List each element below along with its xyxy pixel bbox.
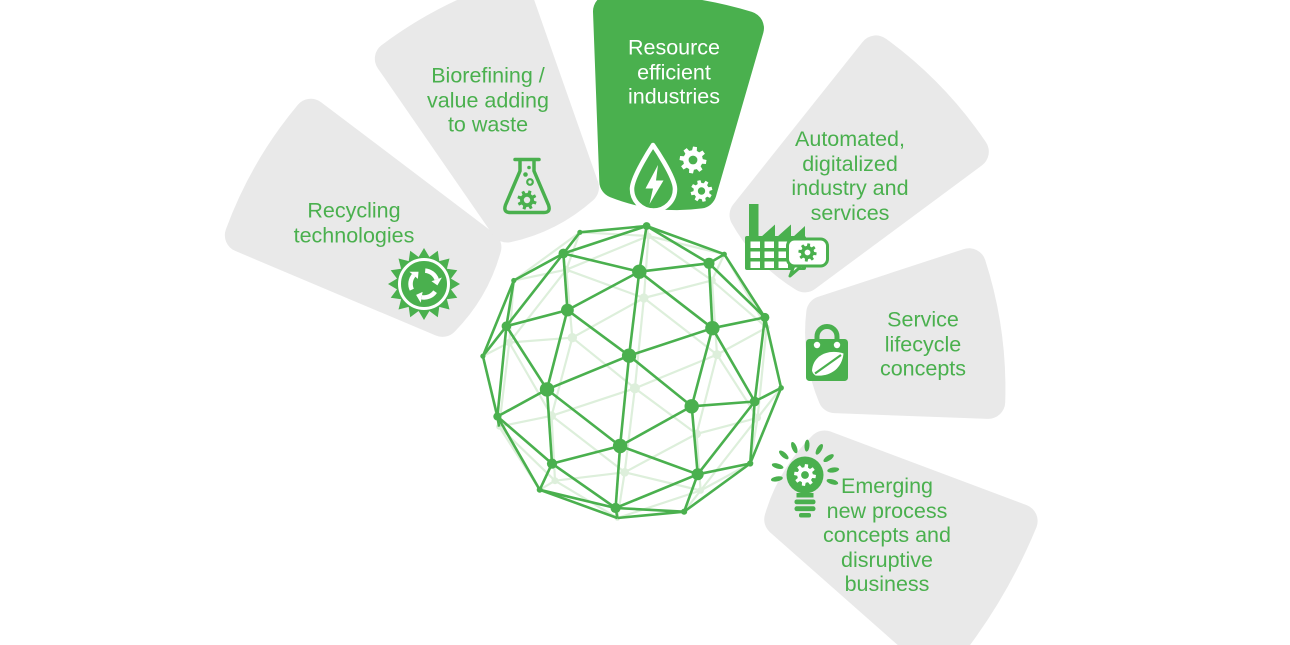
flask-gear-icon-svg — [503, 157, 551, 215]
segment-label: Recycling technologies — [293, 198, 415, 248]
segment-label: Automated, digitalized industry and serv… — [791, 127, 909, 225]
petal-resource-efficient-industries — [592, 0, 764, 211]
network-sphere — [480, 222, 784, 521]
recycling-icon-svg — [388, 248, 460, 320]
shopping-bag-leaf-icon-svg — [806, 324, 848, 381]
segment-label: Resource efficient industries — [627, 35, 720, 109]
flask-gear-icon — [499, 153, 555, 219]
water-energy-gears-icon — [626, 140, 718, 216]
segment-label: Biorefining / value adding to waste — [427, 63, 549, 137]
segment-label: Service lifecycle concepts — [879, 307, 967, 381]
recycling-icon — [387, 247, 461, 321]
segment-label: Emerging new process concepts and disrup… — [823, 473, 951, 596]
factory-gear-bubble-icon-svg — [745, 204, 829, 278]
lightbulb-gear-icon — [770, 439, 840, 522]
shopping-bag-leaf-icon — [802, 318, 852, 384]
factory-gear-bubble-icon — [742, 199, 830, 278]
lightbulb-gear-icon-svg — [770, 439, 840, 518]
water-energy-gears-icon-svg — [629, 142, 713, 213]
